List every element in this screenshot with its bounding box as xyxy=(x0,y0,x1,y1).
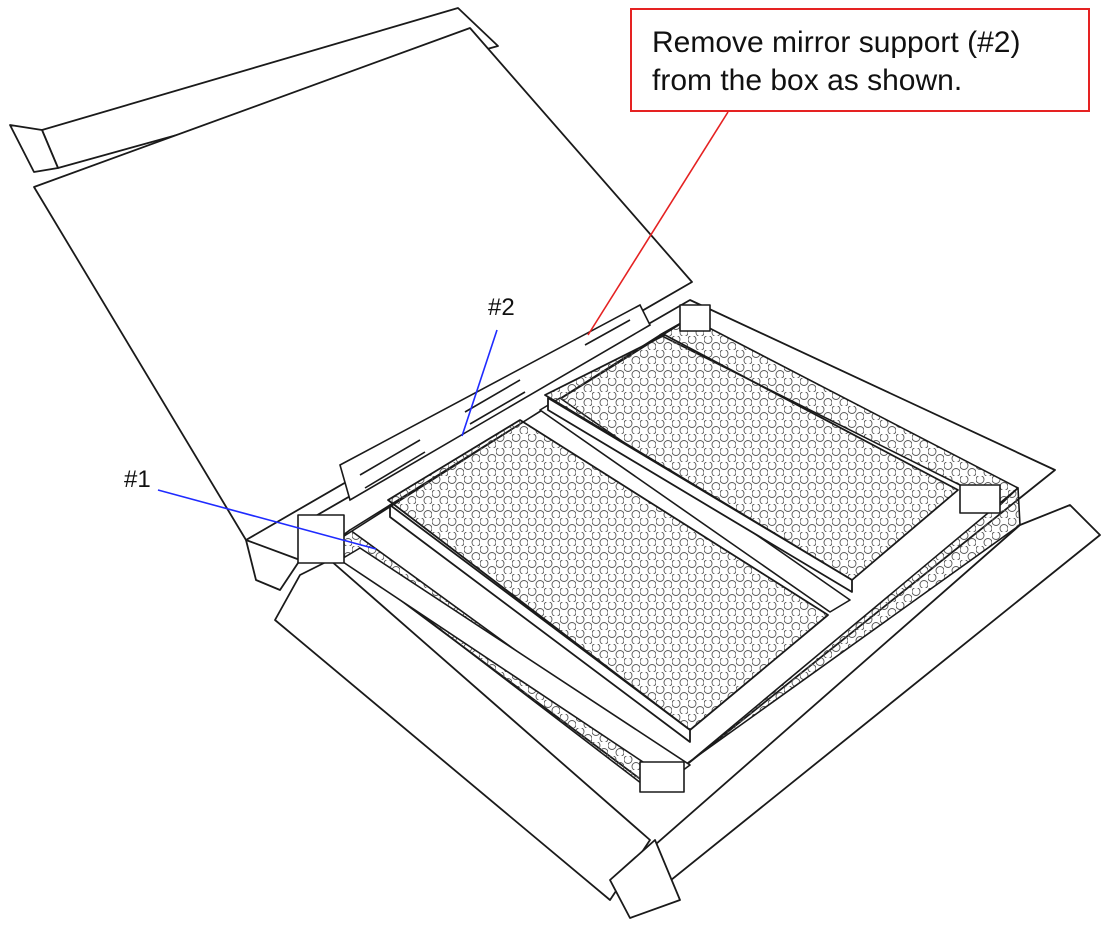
honeycomb-panels xyxy=(387,334,959,743)
slot-4 xyxy=(469,391,526,425)
lid-left-flap xyxy=(9,124,59,173)
instruction-callout: Remove mirror support (#2) from the box … xyxy=(630,8,1090,112)
lid-panel xyxy=(33,27,693,541)
base-right-flap xyxy=(614,504,1101,906)
slot-3 xyxy=(464,379,521,413)
base-front-flap xyxy=(609,839,681,919)
part-1-label: #1 xyxy=(124,466,151,493)
honeycomb-panel-right-edge xyxy=(547,397,853,593)
lid-side-flap xyxy=(245,539,301,591)
callout-line-1: Remove mirror support (#2) xyxy=(652,26,1021,59)
honeycomb-panel-left xyxy=(387,419,829,731)
protective-frame xyxy=(297,304,1021,793)
slot-2 xyxy=(364,451,426,489)
box-lid xyxy=(9,7,693,591)
part-2-label: #2 xyxy=(488,294,515,321)
part-1-leader-line xyxy=(157,489,377,550)
corner-block-front xyxy=(639,761,685,793)
rail-left xyxy=(339,547,691,781)
part-2-leader-line xyxy=(461,329,498,437)
callout-line-2: from the box as shown. xyxy=(652,64,963,97)
mirror-support-bar xyxy=(339,303,652,502)
honeycomb-panel-left-edge xyxy=(389,504,691,743)
slot-5 xyxy=(584,319,631,346)
corner-block-back xyxy=(679,304,711,332)
leader-lines xyxy=(157,111,729,550)
mirror-support xyxy=(339,303,652,502)
corner-block-right xyxy=(959,484,1001,514)
callout-leader-line xyxy=(587,111,729,336)
slot-1 xyxy=(359,439,421,476)
